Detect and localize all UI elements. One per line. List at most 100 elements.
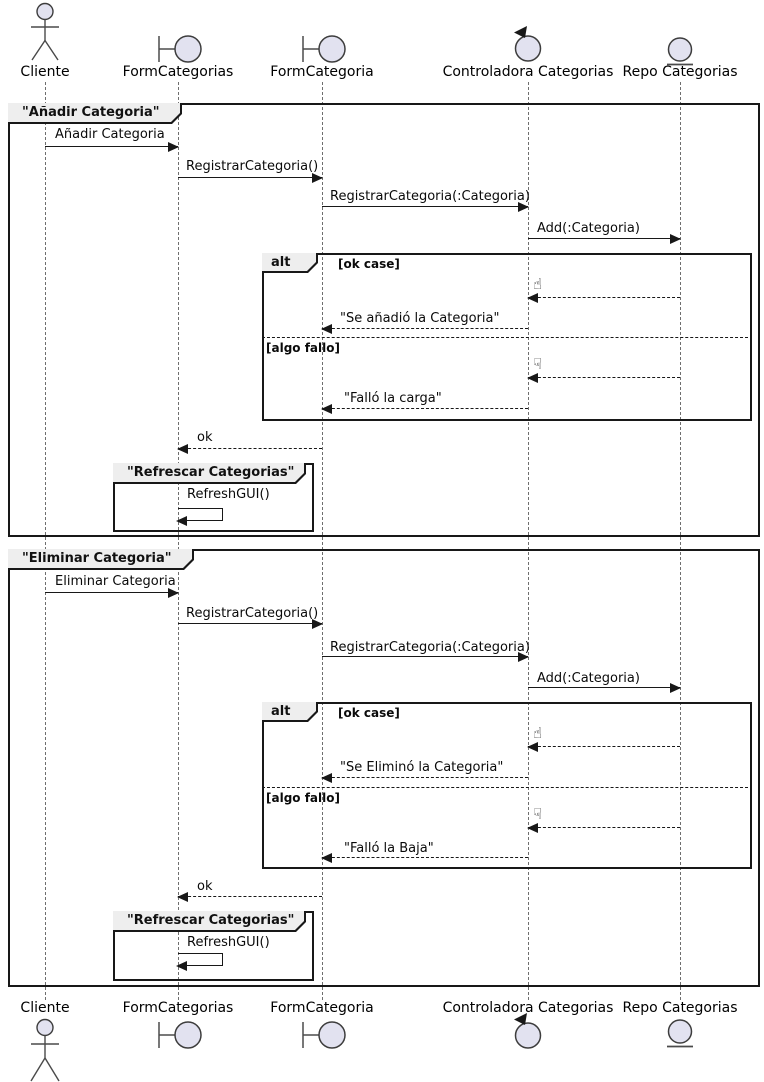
arrowhead-left-icon (177, 892, 188, 902)
message-arrow (45, 142, 179, 152)
arrowhead-left-icon (527, 373, 538, 383)
return-arrow (321, 853, 528, 863)
message-label: RegistrarCategoria(:Categoria) (330, 189, 530, 204)
boundary-icon (302, 1021, 346, 1049)
arrowhead-left-icon (177, 444, 188, 454)
frame-title-tab: "Añadir Categoria" (8, 103, 182, 124)
frame-title-tab: "Refrescar Categorias" (113, 911, 306, 932)
entity-icon (667, 1019, 693, 1048)
return-arrow (527, 373, 680, 383)
arrowhead-right-icon (518, 202, 529, 212)
alt-fragment: alt (262, 702, 752, 869)
arrowhead-left-icon (321, 773, 332, 783)
self-message-arrow (176, 953, 223, 971)
arrowhead-left-icon (321, 404, 332, 414)
arrowhead-left-icon (527, 823, 538, 833)
message-arrow (322, 652, 529, 662)
return-arrow (177, 892, 322, 902)
frame-eliminar-categoria: "Eliminar Categoria" (8, 549, 760, 987)
arrowhead-left-icon (527, 293, 538, 303)
participant-label: Cliente (20, 64, 70, 80)
return-arrow (177, 444, 322, 454)
return-arrow (321, 404, 528, 414)
participant-label: FormCategorias (122, 1000, 234, 1016)
return-arrow (527, 742, 680, 752)
self-message-arrow (176, 508, 223, 526)
lifeline-formcategoria (322, 82, 323, 1000)
thumbs-up-icon: ☝ (533, 275, 543, 293)
alt-keyword-tab: alt (262, 253, 318, 273)
message-label: RefreshGUI() (187, 935, 270, 950)
message-label: Eliminar Categoria (55, 574, 176, 589)
participant-label: Cliente (20, 1000, 70, 1016)
message-arrow (178, 173, 323, 183)
arrowhead-right-icon (670, 234, 681, 244)
arrowhead-right-icon (518, 652, 529, 662)
alt-keyword: alt (262, 253, 316, 271)
boundary-icon (158, 1021, 202, 1049)
message-arrow (45, 588, 179, 598)
guard-label: [algo fallo] (266, 791, 340, 805)
guard-label: [algo fallo] (266, 341, 340, 355)
actor-icon (30, 1018, 60, 1082)
message-label: Añadir Categoria (55, 127, 165, 142)
frame-title: "Refrescar Categorias" (113, 463, 304, 482)
control-icon (514, 1013, 542, 1049)
message-label: RefreshGUI() (187, 487, 270, 502)
arrowhead-left-icon (321, 853, 332, 863)
thumbs-down-icon: ☟ (533, 355, 543, 373)
lifeline-formcategorias (178, 82, 179, 1000)
actor-icon (31, 2, 59, 61)
message-label: Add(:Categoria) (537, 221, 640, 236)
alt-keyword-tab: alt (262, 702, 318, 722)
thumbs-up-icon: ☝ (533, 724, 543, 742)
message-arrow (528, 234, 681, 244)
arrowhead-right-icon (312, 173, 323, 183)
control-icon (514, 26, 542, 62)
participant-label: Repo Categorias (622, 1000, 738, 1016)
thumbs-down-icon: ☟ (533, 805, 543, 823)
participant-label: Repo Categorias (622, 64, 738, 80)
boundary-icon (302, 35, 346, 63)
message-label: "Falló la Baja" (344, 841, 434, 856)
message-arrow (322, 202, 529, 212)
boundary-icon (158, 35, 202, 63)
return-arrow (321, 324, 528, 334)
arrowhead-right-icon (312, 619, 323, 629)
message-label: ok (197, 879, 213, 894)
arrowhead-left-icon (176, 961, 187, 971)
participant-label: Controladora Categorias (442, 1000, 614, 1016)
alt-keyword: alt (262, 702, 316, 720)
message-label: ok (197, 430, 213, 445)
arrowhead-right-icon (168, 588, 179, 598)
frame-title: "Eliminar Categoria" (8, 549, 192, 568)
frame-refrescar-categorias: "Refrescar Categorias" (113, 463, 314, 532)
frame-title: "Añadir Categoria" (8, 103, 180, 122)
participant-label: FormCategoria (270, 1000, 374, 1016)
arrowhead-left-icon (321, 324, 332, 334)
message-label: Add(:Categoria) (537, 671, 640, 686)
guard-label: [ok case] (338, 706, 400, 720)
participant-label: FormCategoria (270, 64, 374, 80)
participant-label: FormCategorias (122, 64, 234, 80)
frame-title-tab: "Refrescar Categorias" (113, 463, 306, 484)
arrowhead-left-icon (176, 516, 187, 526)
arrowhead-right-icon (168, 142, 179, 152)
message-arrow (178, 619, 323, 629)
entity-icon (667, 37, 693, 66)
message-label: RegistrarCategoria(:Categoria) (330, 640, 530, 655)
message-label: "Se Eliminó la Categoria" (340, 760, 504, 775)
message-arrow (528, 683, 681, 693)
return-arrow (321, 773, 528, 783)
return-arrow (527, 293, 680, 303)
message-label: RegistrarCategoria() (186, 159, 319, 174)
frame-title: "Refrescar Categorias" (113, 911, 304, 930)
frame-title-tab: "Eliminar Categoria" (8, 549, 194, 570)
message-label: "Se añadió la Categoria" (340, 311, 500, 326)
lifeline-controladora-categorias (528, 82, 529, 1000)
participant-label: Controladora Categorias (442, 64, 614, 80)
lifeline-cliente (45, 82, 46, 1000)
guard-label: [ok case] (338, 257, 400, 271)
message-label: "Falló la carga" (344, 391, 442, 406)
